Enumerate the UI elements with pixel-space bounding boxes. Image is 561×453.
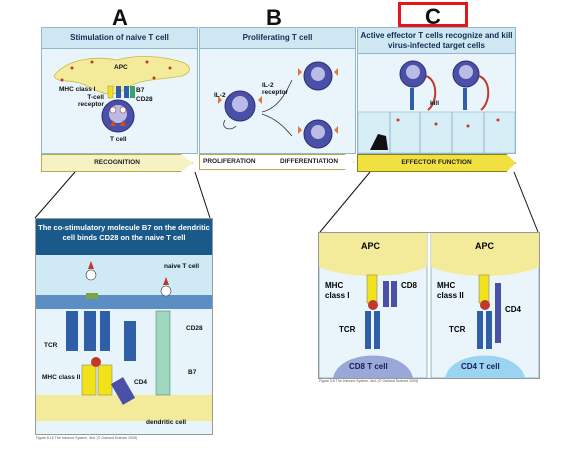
b7-label-a: B7 (188, 369, 197, 376)
detail-c-illustration (319, 233, 539, 378)
panel-proliferating: Proliferating T cell IL-2 IL-2 receptor (199, 27, 356, 154)
apc-right-label: APC (475, 241, 495, 251)
panel-c-illustration (358, 60, 515, 153)
apc-shape (53, 55, 190, 95)
panel-a-title: Stimulation of naive T cell (42, 28, 197, 49)
apc-label: APC (114, 64, 128, 71)
panel-a-illustration (53, 55, 190, 133)
stage-b-arrow (199, 154, 354, 170)
il2-receptor-label: IL-2 receptor (262, 82, 289, 96)
detail-a-illustration (36, 255, 212, 421)
panel-c-title: Active effector T cells recognize and ki… (358, 28, 515, 54)
tcell-label: T cell (110, 136, 127, 143)
panel-stimulation: Stimulation of naive T cell APC MHC clas… (41, 27, 198, 154)
label-a: A (112, 5, 128, 30)
panel-effector: Active effector T cells recognize and ki… (357, 27, 516, 154)
stage-effector: EFFECTOR FUNCTION (357, 154, 516, 172)
stage-recognition: RECOGNITION (41, 154, 193, 172)
b7-label: B7 (136, 87, 145, 94)
tcr-label: T-cell receptor (77, 94, 104, 108)
highlight-box (398, 2, 468, 27)
cd4-label-a: CD4 (134, 379, 148, 386)
detail-a-caption: Figure 8.16 The Immune System, 3ed. (© G… (36, 436, 138, 440)
tcr-right-label: TCR (449, 325, 466, 334)
stage-proliferation: PROLIFERATION (203, 158, 256, 165)
label-c: C (425, 4, 441, 29)
mhc-label-a: MHC class II (42, 374, 81, 381)
mhc-left-label: MHC class I (325, 281, 350, 300)
naive-label: naive T cell (164, 263, 200, 270)
tcr-left-label: TCR (339, 325, 356, 334)
apc-left-label: APC (361, 241, 381, 251)
cd8-cell-label: CD8 T cell (349, 362, 388, 371)
tcr-label-a: TCR (44, 342, 58, 349)
cd28-label-a: CD28 (186, 325, 203, 332)
panel-b-illustration (218, 61, 338, 149)
cd8-label: CD8 (401, 281, 418, 290)
stage-differentiation: DIFFERENTIATION (280, 158, 339, 165)
mhc-right-label: MHC class II (437, 281, 464, 300)
detail-a-panel: The co-stimulatory molecule B7 on the de… (35, 218, 213, 440)
label-b: B (266, 5, 282, 30)
detail-c-caption: Figure 3.8 The Immune System, 3ed. (© Ga… (319, 379, 419, 383)
detail-a-title: The co-stimulatory molecule B7 on the de… (36, 219, 212, 255)
detail-c-panel: APC APC MHC class I MHC class II CD8 CD4… (318, 232, 540, 383)
cd28-label: CD28 (136, 96, 153, 103)
dendritic-label: dendritic cell (146, 419, 187, 426)
panel-b-title: Proliferating T cell (200, 28, 355, 49)
cd4-label: CD4 (505, 305, 522, 314)
kill-label: kill (430, 100, 440, 107)
il2-label: IL-2 (214, 92, 226, 99)
mhc-label: MHC class I (59, 86, 96, 93)
cd4-cell-label: CD4 T cell (461, 362, 500, 371)
